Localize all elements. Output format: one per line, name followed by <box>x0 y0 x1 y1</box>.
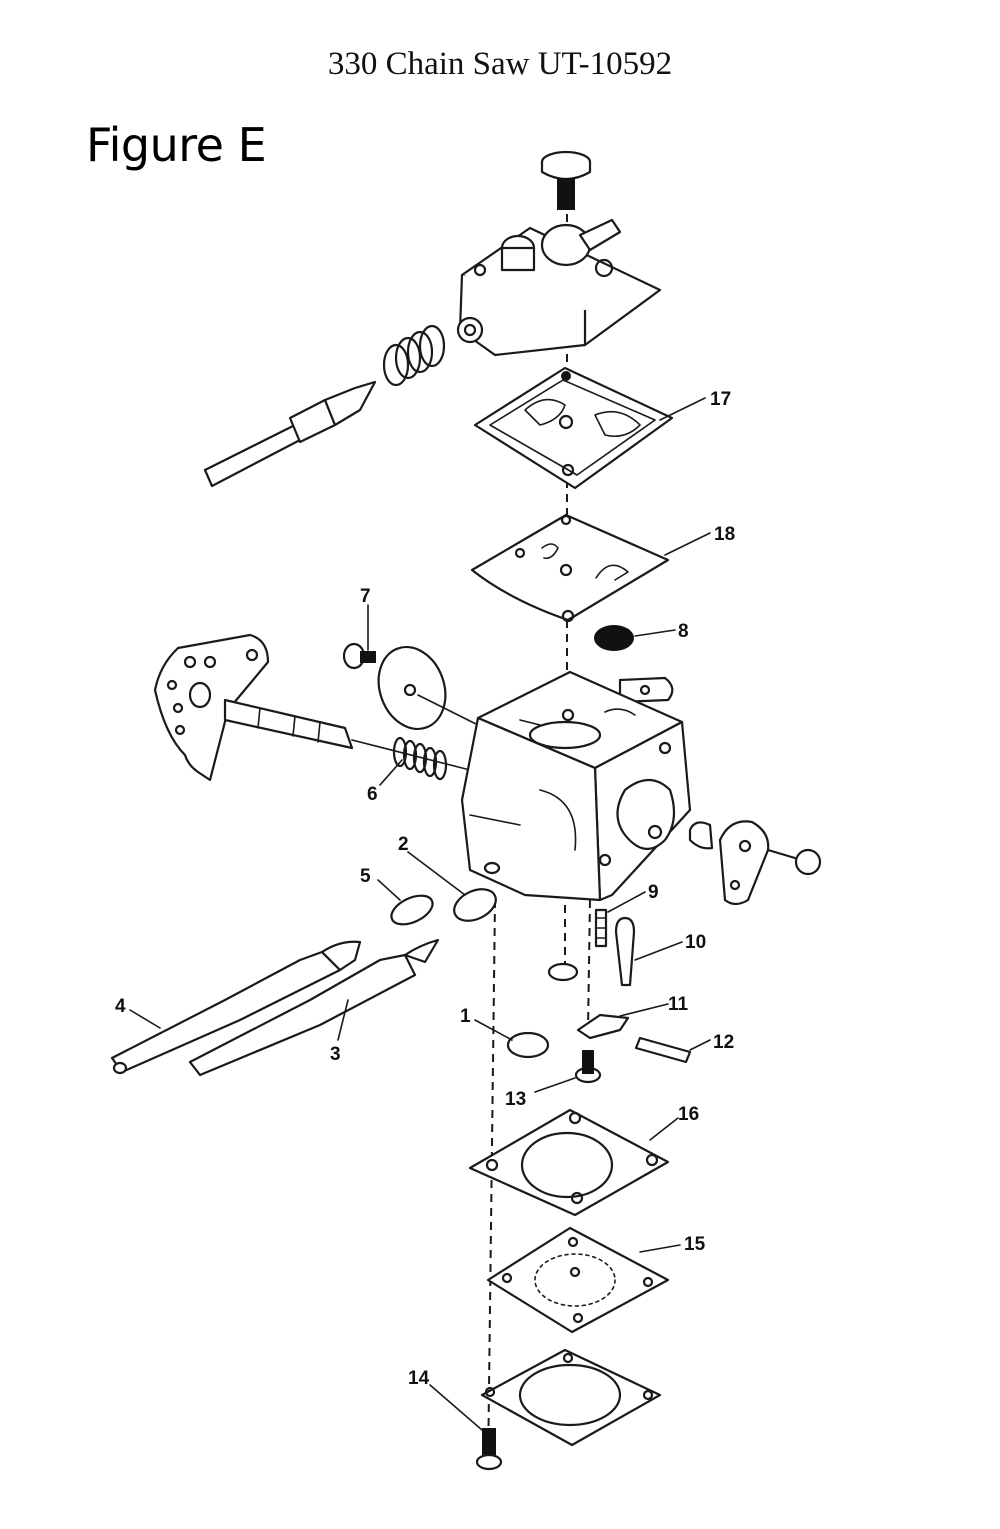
callout-3: 3 <box>330 1044 341 1065</box>
throttle-screw <box>342 642 376 670</box>
throttle-plate <box>377 645 489 731</box>
inlet-lever-parts <box>576 908 692 1064</box>
leader-lines <box>129 397 711 1431</box>
inlet-needle <box>203 380 377 488</box>
document-title: 330 Chain Saw UT-10592 <box>327 46 673 82</box>
callout-12: 12 <box>713 1032 734 1053</box>
callout-7: 7 <box>360 586 371 607</box>
mixture-needles <box>110 888 497 1077</box>
throttle-lever <box>153 633 471 782</box>
callout-18: 18 <box>714 524 735 545</box>
carburetor-body <box>460 670 692 902</box>
fuel-fitting <box>618 676 674 704</box>
callout-11: 11 <box>668 994 689 1015</box>
callout-14: 14 <box>408 1368 430 1389</box>
callout-13: 13 <box>505 1089 526 1110</box>
top-screw <box>540 150 592 210</box>
callout-17: 17 <box>710 389 731 410</box>
metering-diaphragm <box>486 1226 670 1334</box>
callout-1: 1 <box>460 1006 471 1027</box>
callout-labels: 17 18 7 8 6 2 5 9 10 11 12 1 4 3 13 16 1… <box>115 389 735 1389</box>
throttle-spring <box>392 736 448 781</box>
pump-diaphragm <box>470 513 670 623</box>
callout-5: 5 <box>360 866 371 887</box>
metering-gasket <box>468 1108 670 1217</box>
callout-10: 10 <box>685 932 706 953</box>
callout-9: 9 <box>648 882 659 903</box>
figure-label: Figure E <box>86 118 267 172</box>
metering-cover <box>480 1348 662 1447</box>
inlet-screen-and-screw <box>506 962 602 1084</box>
callout-16: 16 <box>678 1104 699 1125</box>
spring <box>382 324 446 387</box>
welch-plug <box>594 625 634 651</box>
callout-4: 4 <box>115 996 126 1017</box>
callout-6: 6 <box>367 784 378 805</box>
pump-gasket <box>473 366 674 490</box>
bottom-screw <box>475 1428 503 1471</box>
pump-cover <box>456 218 662 357</box>
choke-lever <box>688 820 822 906</box>
callout-2: 2 <box>398 834 409 855</box>
callout-15: 15 <box>684 1234 706 1255</box>
callout-8: 8 <box>678 621 689 642</box>
